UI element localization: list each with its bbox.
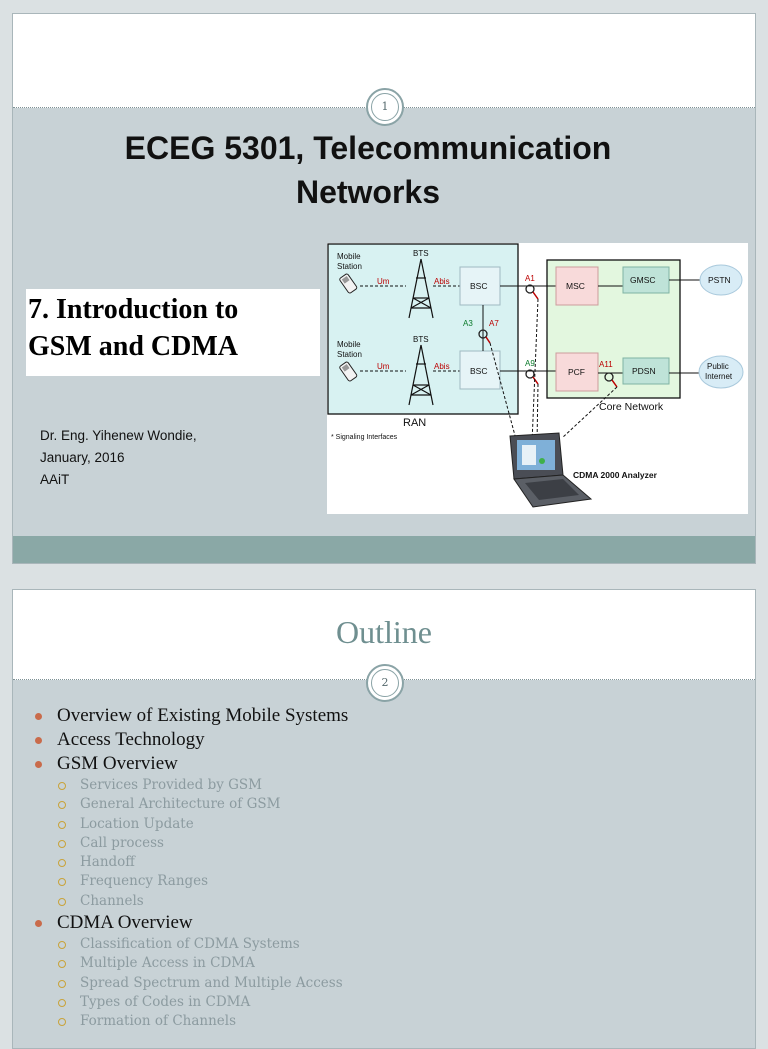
mobile-station-label-1-line-2: Station (337, 262, 362, 271)
slide-number: 1 (381, 100, 389, 113)
mobile-station-label-1-line-1: Mobile (337, 252, 361, 261)
slide-number-badge: 2 (366, 664, 404, 702)
bts-tower-icon (408, 344, 434, 406)
outline-item: GSM Overview (33, 752, 348, 776)
a9-label: A9 (525, 359, 535, 368)
outline-subitem: General Architecture of GSM (33, 795, 348, 814)
um-label-1: Um (377, 277, 390, 286)
public-internet-label-line-2: Internet (705, 372, 733, 381)
msc-box (555, 266, 599, 306)
outline-subitem: Classification of CDMA Systems (33, 935, 348, 954)
mobile-station-label-2-line-1: Mobile (337, 340, 361, 349)
pdsn-box (622, 357, 670, 385)
a11-label: A11 (599, 360, 613, 369)
outline-item: CDMA Overview (33, 911, 348, 935)
internet-cloud (698, 355, 744, 389)
public-internet-label-line-1: Public (707, 362, 729, 371)
outline-subitem: Formation of Channels (33, 1012, 348, 1031)
bts-label-2: BTS (413, 335, 429, 344)
slide-1: 1 ECEG 5301, Telecommunication Networks … (12, 13, 756, 564)
abis-label-1: Abis (434, 277, 450, 286)
phone-icon (339, 361, 358, 382)
outline-subitem: Services Provided by GSM (33, 776, 348, 795)
author-info: Dr. Eng. Yihenew Wondie, January, 2016 A… (40, 425, 197, 491)
analyzer-label: CDMA 2000 Analyzer (573, 470, 658, 480)
lecture-title: 7. Introduction to GSM and CDMA (28, 291, 238, 365)
bsc-box-2 (459, 350, 501, 390)
outline-subitem: Location Update (33, 815, 348, 834)
ran-label: RAN (403, 417, 426, 429)
a3-label: A3 (463, 319, 473, 328)
pcf-box (555, 352, 599, 392)
outline-title: Outline (336, 614, 432, 650)
pcf-label: PCF (568, 367, 585, 377)
course-title-line-1: ECEG 5301, Telecommunication (124, 130, 612, 166)
course-title-line-2: Networks (295, 174, 441, 210)
course-title: ECEG 5301, Telecommunication Networks (73, 126, 663, 214)
mobile-station-label-2-line-2: Station (337, 350, 362, 359)
lecture-title-line-1: 7. Introduction to (28, 294, 239, 325)
bsc-label-1: BSC (470, 281, 487, 291)
author-name: Dr. Eng. Yihenew Wondie, (40, 428, 197, 443)
author-date: January, 2016 (40, 450, 125, 465)
signaling-note: * Signaling Interfaces (331, 434, 398, 441)
outline-subitem: Multiple Access in CDMA (33, 954, 348, 973)
a1-label: A1 (525, 274, 535, 283)
lecture-title-line-2: GSM and CDMA (28, 331, 239, 362)
msc-label: MSC (566, 281, 585, 291)
a7-label: A7 (489, 319, 499, 328)
pdsn-label: PDSN (632, 366, 656, 376)
core-network-label: Core Network (599, 401, 664, 413)
outline-subitem: Frequency Ranges (33, 872, 348, 891)
bsc-label-2: BSC (470, 366, 487, 376)
outline-subitem: Call process (33, 834, 348, 853)
lecture-title-box: 7. Introduction to GSM and CDMA (26, 289, 320, 376)
outline-subitem: Types of Codes in CDMA (33, 993, 348, 1012)
author-institution: AAiT (40, 472, 70, 487)
laptop-icon (509, 432, 593, 508)
bts-label-1: BTS (413, 249, 429, 258)
network-diagram: Mobile Station Mobile Station Um Um BTS (327, 243, 748, 514)
phone-icon (339, 273, 358, 294)
slide-2: Outline 2 Overview of Existing Mobile Sy… (12, 589, 756, 1049)
bts-tower-icon (408, 258, 434, 319)
outline-subitem: Handoff (33, 853, 348, 872)
pstn-cloud (699, 264, 743, 296)
outline-item: Overview of Existing Mobile Systems (33, 704, 348, 728)
abis-label-2: Abis (434, 362, 450, 371)
gmsc-label: GMSC (630, 275, 656, 285)
bsc-box-1 (459, 266, 501, 306)
outline-subitem: Channels (33, 892, 348, 911)
pstn-label: PSTN (708, 275, 731, 285)
um-label-2: Um (377, 362, 390, 371)
slide-footer-band (13, 536, 755, 563)
slide-number: 2 (381, 676, 389, 689)
outline-item: Access Technology (33, 728, 348, 752)
slide-number-badge: 1 (366, 88, 404, 126)
outline-subitem: Spread Spectrum and Multiple Access (33, 974, 348, 993)
